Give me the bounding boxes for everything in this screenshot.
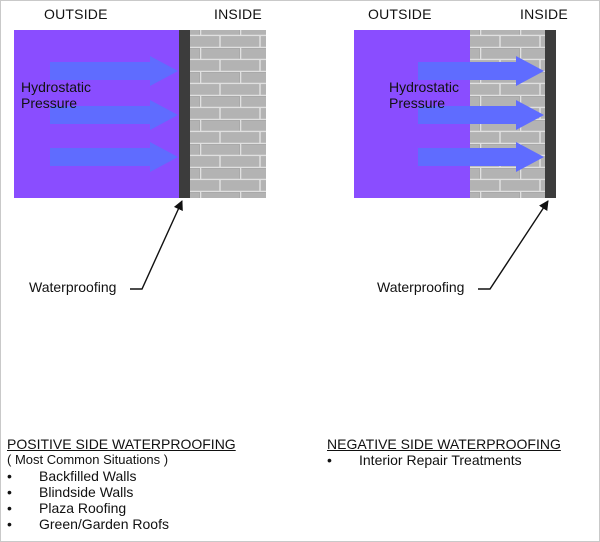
- bullet: •: [327, 452, 332, 468]
- right-pressure-arrows: [418, 56, 544, 172]
- bullet: •: [7, 500, 12, 516]
- right-arrow-1: [418, 56, 544, 86]
- right-leader-line: [478, 200, 549, 290]
- right-waterproofing-label: Waterproofing: [377, 279, 465, 295]
- right-membrane: [545, 30, 556, 198]
- right-inside-label: INSIDE: [520, 6, 568, 22]
- negative-title: NEGATIVE SIDE WATERPROOFING: [327, 436, 561, 452]
- left-pressure-label-1: Hydrostatic: [21, 79, 92, 95]
- left-membrane: [179, 30, 190, 198]
- positive-subtitle: ( Most Common Situations ): [7, 452, 169, 467]
- left-arrow-2: [50, 100, 178, 130]
- bullet: •: [7, 484, 12, 500]
- right-arrow-2: [418, 100, 544, 130]
- left-brick-wall: [190, 30, 266, 198]
- left-inside-label: INSIDE: [214, 6, 262, 22]
- left-pressure-arrows: [50, 56, 178, 172]
- left-arrow-3: [50, 142, 178, 172]
- right-pressure-label-1: Hydrostatic: [389, 79, 460, 95]
- positive-item-label: Plaza Roofing: [39, 500, 127, 516]
- left-pressure-label-2: Pressure: [21, 95, 78, 111]
- bullet: •: [7, 516, 12, 532]
- left-leader-line: [130, 200, 183, 290]
- positive-title: POSITIVE SIDE WATERPROOFING: [7, 436, 236, 452]
- positive-item-label: Green/Garden Roofs: [39, 516, 169, 532]
- negative-item-label: Interior Repair Treatments: [359, 452, 522, 468]
- left-outside-label: OUTSIDE: [44, 6, 108, 22]
- right-arrow-3: [418, 142, 544, 172]
- positive-item-label: Backfilled Walls: [39, 468, 137, 484]
- right-outside-label: OUTSIDE: [368, 6, 432, 22]
- left-arrow-1: [50, 56, 178, 86]
- bullet: •: [7, 468, 12, 484]
- right-pressure-label-2: Pressure: [389, 95, 446, 111]
- positive-item-label: Blindside Walls: [39, 484, 134, 500]
- left-waterproofing-label: Waterproofing: [29, 279, 117, 295]
